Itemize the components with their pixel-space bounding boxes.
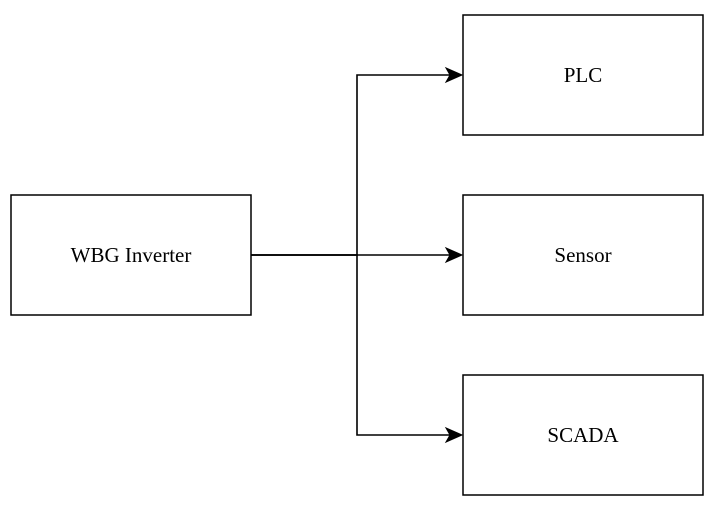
node-box xyxy=(462,194,704,316)
node-box xyxy=(462,14,704,136)
node-label: PLC xyxy=(564,63,603,87)
node-label: SCADA xyxy=(547,423,619,447)
node-box xyxy=(10,194,252,316)
arrowhead-sensor xyxy=(444,246,464,264)
node-label: WBG Inverter xyxy=(71,243,192,267)
arrowhead-plc xyxy=(444,66,464,84)
node-label: Sensor xyxy=(554,243,611,267)
node-sensor: Sensor xyxy=(462,194,704,316)
edge-inverter-to-scada xyxy=(251,254,450,436)
edge-inverter-to-plc xyxy=(251,74,450,256)
node-scada: SCADA xyxy=(462,374,704,496)
node-wbg-inverter: WBG Inverter xyxy=(10,194,252,316)
arrowhead-scada xyxy=(444,426,464,444)
node-plc: PLC xyxy=(462,14,704,136)
node-box xyxy=(462,374,704,496)
connectors xyxy=(251,66,464,444)
